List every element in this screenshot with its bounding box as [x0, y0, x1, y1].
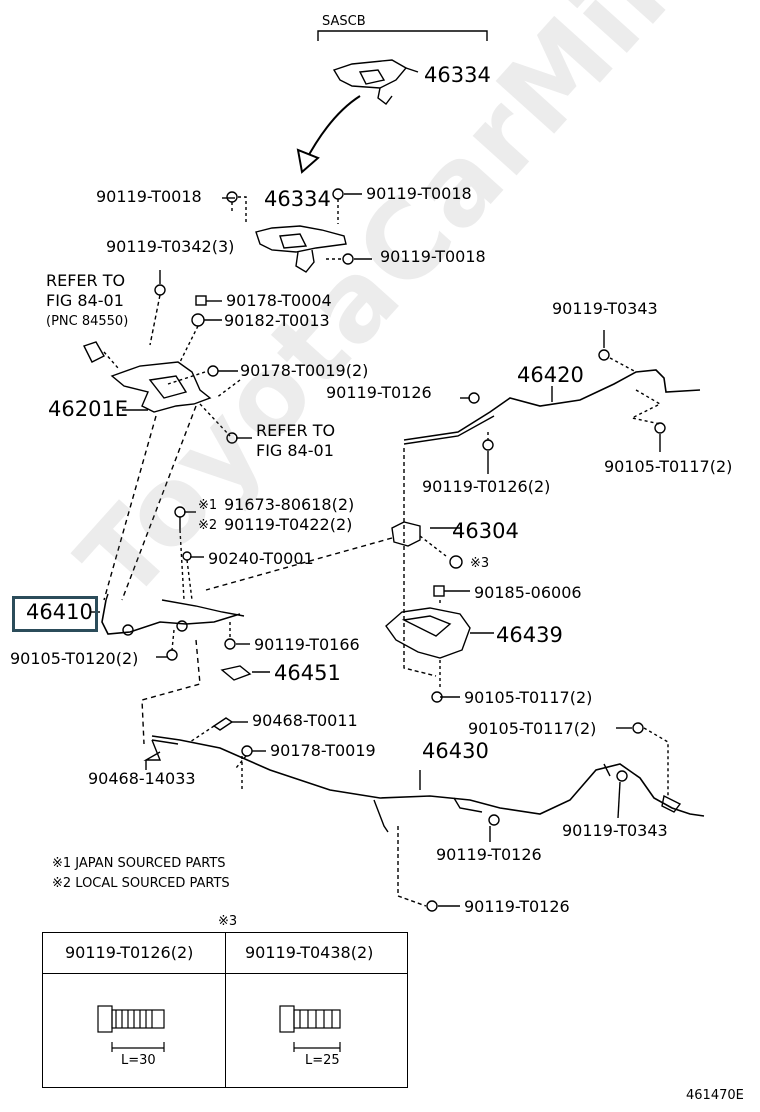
- bolt-90119-T0166: 90119-T0166: [254, 635, 360, 654]
- note-japan-sourced: ※1 JAPAN SOURCED PARTS: [52, 856, 226, 871]
- clip-90468-14033: 90468-14033: [88, 769, 196, 788]
- note-local-sourced: ※2 LOCAL SOURCED PARTS: [52, 876, 230, 891]
- part-46420: 46420: [517, 363, 584, 387]
- refer-fig-2-line2: FIG 84-01: [256, 441, 334, 460]
- figure-code: 461470E: [686, 1088, 744, 1103]
- nut-90178-T0004: 90178-T0004: [226, 291, 332, 310]
- bolt-90119-T0126-c: 90119-T0126: [464, 897, 570, 916]
- bolt-90119-T0343-b: 90119-T0343: [562, 821, 668, 840]
- table-col1-header: 90119-T0126(2): [65, 943, 194, 962]
- bolt-90119-T0126-2: 90119-T0126(2): [422, 477, 551, 496]
- bolt-90105-T0120: 90105-T0120(2): [10, 649, 139, 668]
- sascb-bracket-line: [317, 30, 488, 41]
- part-46410: 46410: [26, 600, 93, 624]
- table-col1-length: L=30: [121, 1053, 156, 1068]
- insulator-46439-drawing: [385, 585, 471, 659]
- bolt-90105-T0117-2a: 90105-T0117(2): [604, 457, 733, 476]
- guide-46451-drawing: [220, 665, 252, 681]
- nut-90182-T0013: 90182-T0013: [224, 311, 330, 330]
- part-46334-mid: 46334: [264, 187, 331, 211]
- clip-90468-T0011: 90468-T0011: [252, 711, 358, 730]
- table-mark: ※3: [218, 914, 238, 929]
- bolt-90119-T0018-b: 90119-T0018: [366, 184, 472, 203]
- part-46451: 46451: [274, 661, 341, 685]
- bolt-90119-T0126-a: 90119-T0126: [326, 383, 432, 402]
- clip-90185-06006: 90185-06006: [474, 583, 582, 602]
- header-label: SASCB: [322, 14, 366, 29]
- bolt-91673-80618: 91673-80618(2): [224, 495, 355, 514]
- bolt-90119-T0126-b: 90119-T0126: [436, 845, 542, 864]
- move-arrow: [304, 95, 361, 163]
- part-46334-top: 46334: [424, 63, 491, 87]
- bolt-90105-T0117-2c: 90105-T0117(2): [468, 719, 597, 738]
- mark-1: ※1: [198, 498, 218, 513]
- highlight-box-46410: [12, 596, 98, 632]
- nut-90178-T0019: 90178-T0019: [270, 741, 376, 760]
- nut-90178-T0019-2: 90178-T0019(2): [240, 361, 369, 380]
- table-divider-vertical: [225, 933, 226, 1087]
- fastener-table: 90119-T0126(2) 90119-T0438(2) L=30 L=25: [42, 932, 408, 1088]
- bolt-90105-T0117-2b: 90105-T0117(2): [464, 688, 593, 707]
- cable-46420-drawing: [403, 349, 701, 445]
- mark-3: ※3: [470, 556, 490, 571]
- part-46430: 46430: [422, 739, 489, 763]
- table-fastener-drawings: [97, 1005, 341, 1052]
- equalizer-46304-drawing: [391, 521, 463, 569]
- bolt-90119-T0342: 90119-T0342(3): [106, 237, 235, 256]
- part-46201E: 46201E: [48, 397, 129, 421]
- refer-fig-1-line3: (PNC 84550): [46, 314, 129, 329]
- table-col2-header: 90119-T0438(2): [245, 943, 374, 962]
- bracket-46334-mid-drawing: [255, 225, 347, 273]
- cable-46410-drawing: [101, 593, 245, 636]
- refer-fig-2-line1: REFER TO: [256, 421, 336, 440]
- refer-fig-1-line1: REFER TO: [46, 271, 126, 290]
- lever-46201E-drawing: [83, 341, 212, 413]
- table-divider-horizontal: [43, 973, 407, 974]
- refer-fig-1-line2: FIG 84-01: [46, 291, 124, 310]
- table-col2-length: L=25: [305, 1053, 340, 1068]
- bolt-90119-T0018-a: 90119-T0018: [96, 187, 202, 206]
- part-46439: 46439: [496, 623, 563, 647]
- cable-46430-drawing: [151, 735, 705, 833]
- bolt-90119-T0018-c: 90119-T0018: [380, 247, 486, 266]
- part-46304: 46304: [452, 519, 519, 543]
- bolt-90119-T0343-a: 90119-T0343: [552, 299, 658, 318]
- bracket-46334-top-drawing: [332, 59, 419, 105]
- screw-90240-T0001: 90240-T0001: [208, 549, 314, 568]
- bolt-90119-T0422: 90119-T0422(2): [224, 515, 353, 534]
- mark-2: ※2: [198, 518, 218, 533]
